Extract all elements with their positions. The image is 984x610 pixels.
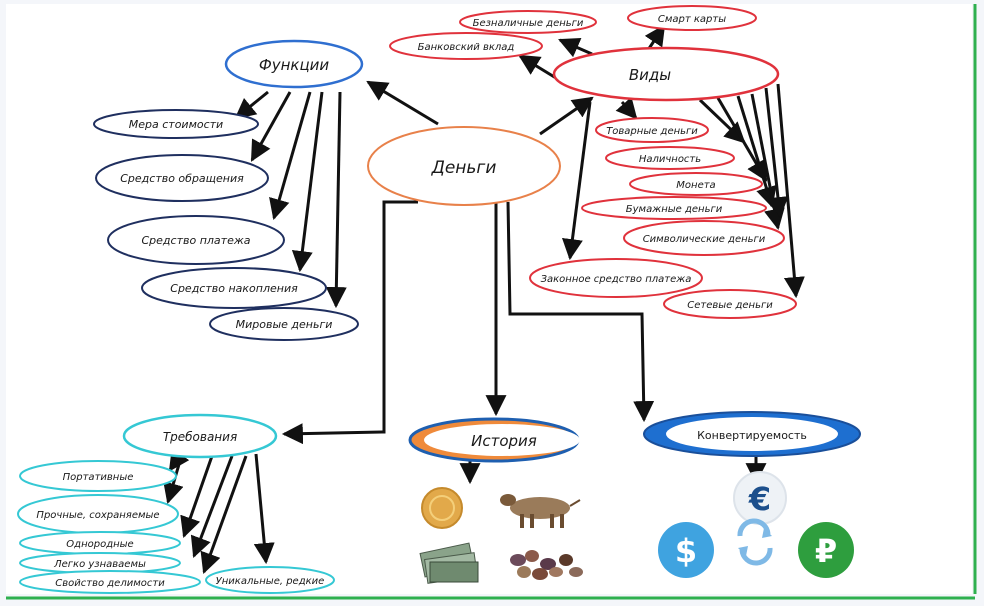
currency-icons: € $ ₽	[658, 471, 854, 578]
arrow-type-smart	[644, 24, 666, 51]
arrow-center-requirements	[281, 200, 418, 445]
function-item-shape	[209, 307, 359, 341]
function-item-shape	[141, 267, 327, 309]
arrow-type-beznal	[558, 37, 593, 58]
arrow-func-2	[250, 91, 292, 162]
type-item-label: Бумажные деньги	[626, 204, 723, 215]
arrow-center-functions	[366, 80, 439, 126]
type-item-shape	[459, 10, 597, 34]
arrow-type-moneta	[716, 97, 768, 182]
arrow-req-6	[253, 453, 275, 565]
requirement-item-label: Однородные	[66, 539, 133, 550]
functions-labels: Мера стоимости Средство обращения Средст…	[120, 118, 332, 331]
arrow-func-4	[291, 91, 324, 273]
dollar-symbol: $	[675, 532, 697, 570]
types-items	[389, 5, 797, 319]
function-item-label: Мировые деньги	[236, 318, 333, 331]
arrow-req-5	[200, 455, 248, 574]
type-item-shape	[595, 117, 709, 143]
type-item-shape	[389, 32, 543, 60]
convertibility-title: Конвертируемость	[697, 429, 807, 442]
ruble-symbol: ₽	[815, 532, 837, 570]
euro-symbol: €	[748, 480, 771, 518]
arrow-type-bumazh	[736, 95, 777, 209]
functions-node	[224, 39, 364, 89]
type-item-label: Банковский вклад	[418, 42, 515, 53]
shells-icon	[510, 550, 583, 580]
type-item-label: Смарт карты	[658, 14, 726, 25]
function-item-label: Мера стоимости	[129, 118, 223, 131]
function-item-label: Средство обращения	[120, 172, 244, 185]
gold-coin-rim	[429, 495, 455, 521]
type-item-label: Монета	[676, 180, 715, 191]
gold-coin-icon	[421, 487, 463, 529]
type-item-label: Наличность	[639, 154, 701, 165]
type-item-shape	[627, 5, 757, 31]
requirement-item-shape	[205, 566, 335, 594]
function-item-label: Средство накопления	[170, 282, 298, 295]
ruble-coin-icon	[798, 522, 854, 578]
convertibility-inner	[666, 417, 838, 451]
arrow-req-4	[190, 455, 234, 558]
dollar-coin-icon	[658, 522, 714, 578]
requirements-title: Требования	[163, 430, 237, 444]
type-item-label: Законное средство платежа	[541, 274, 692, 285]
type-item-label: Сетевые деньги	[687, 300, 773, 311]
history-inner	[424, 424, 580, 456]
connectors	[163, 24, 805, 574]
types-title: Виды	[629, 66, 671, 84]
type-item-shape	[581, 196, 767, 220]
history-pictures	[419, 487, 583, 584]
type-item-label: Товарные деньги	[606, 126, 698, 137]
arrow-type-extra	[764, 87, 789, 219]
history-title: История	[471, 432, 537, 450]
requirement-item-label: Портативные	[63, 472, 134, 483]
requirement-item-shape	[19, 570, 201, 594]
requirement-item-shape	[19, 460, 177, 492]
arrow-center-convertibility	[506, 201, 655, 423]
arrow-type-bank	[518, 54, 557, 80]
center-node	[367, 126, 561, 206]
center-label: Деньги	[431, 158, 497, 178]
arrow-func-1	[234, 90, 269, 120]
requirement-item-label: Уникальные, редкие	[216, 576, 325, 587]
banknotes-icon	[419, 542, 479, 584]
exchange-arrows-icon	[737, 518, 773, 566]
requirements-items	[17, 460, 335, 594]
type-item-label: Символические деньги	[643, 234, 766, 245]
arrow-func-3	[269, 91, 312, 221]
requirements-labels: Портативные Прочные, сохраняемые Однород…	[36, 472, 324, 589]
function-item-shape	[107, 215, 285, 265]
type-item-shape	[663, 289, 797, 319]
requirement-item-label: Свойство делимости	[55, 578, 165, 589]
function-item-shape	[95, 154, 269, 202]
arrow-func-5	[325, 91, 347, 309]
type-item-shape	[629, 172, 763, 196]
requirement-item-label: Прочные, сохраняемые	[36, 510, 159, 521]
arrow-type-tovar	[615, 96, 638, 120]
arrow-center-types	[539, 96, 594, 136]
requirements-node	[122, 413, 278, 459]
arrow-req-3	[180, 455, 214, 538]
type-item-shape	[529, 258, 703, 298]
arrow-type-zakon	[561, 101, 592, 261]
type-item-label: Безналичные деньги	[473, 18, 584, 29]
functions-items	[93, 109, 359, 341]
function-item-label: Средство платежа	[142, 234, 251, 247]
types-node	[552, 46, 780, 102]
arrow-type-nal	[698, 98, 746, 144]
cow-icon	[500, 494, 581, 528]
arrow-type-setev	[776, 83, 805, 299]
function-item-shape	[93, 109, 259, 139]
type-item-shape	[623, 220, 785, 256]
type-item-shape	[605, 146, 735, 170]
requirement-item-label: Легко узнаваемы	[53, 559, 146, 570]
types-labels: Безналичные деньги Смарт карты Банковски…	[418, 14, 774, 311]
functions-title: Функции	[259, 56, 330, 74]
